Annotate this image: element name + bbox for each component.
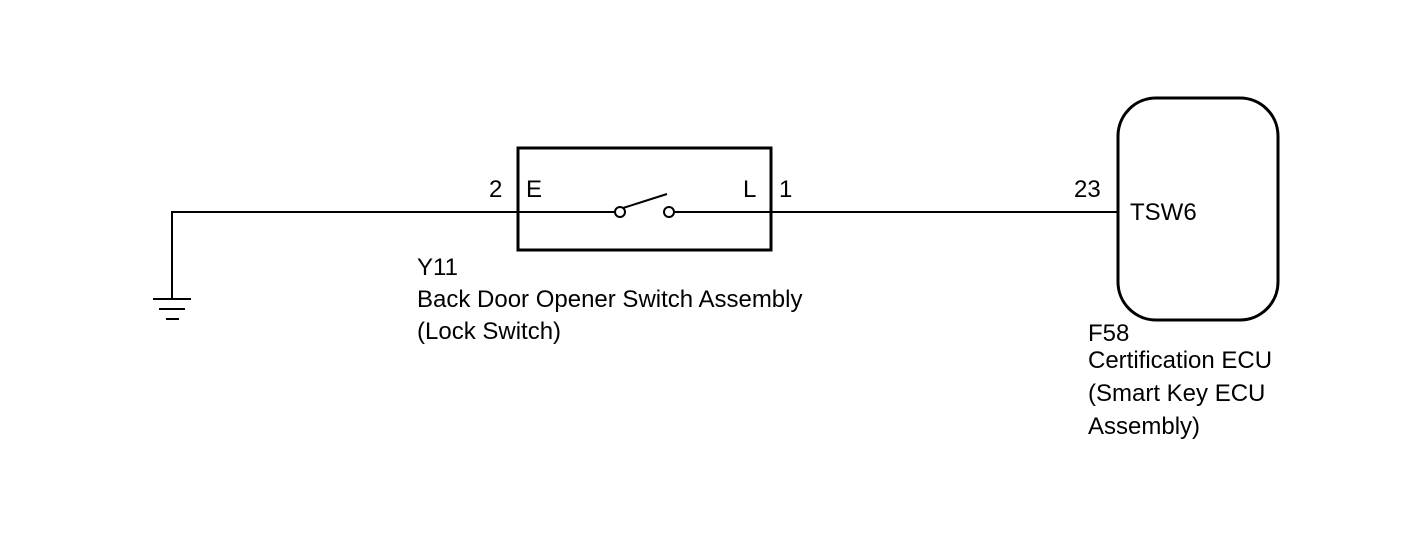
ecu-terminal-label: TSW6 [1130,199,1197,226]
switch-subtitle: (Lock Switch) [417,318,562,345]
ground-icon [153,298,191,320]
switch-box [516,146,773,252]
switch-pin-left-number: 2 [489,176,503,203]
switch-pin-right-number: 1 [779,176,793,203]
switch-name: Back Door Opener Switch Assembly [417,286,803,313]
switch-pin-right-label: L [743,176,757,203]
ecu-name-line2: (Smart Key ECU [1088,380,1266,407]
wire-ground-to-switch [171,211,518,298]
switch-pin-left-label: E [526,176,543,203]
ecu-name-line3: Assembly) [1088,413,1201,440]
switch-connector-code: Y11 [417,254,458,281]
ecu-connector-code: F58 [1088,320,1130,347]
ecu-box [1116,96,1280,322]
switch-contact-icon [614,193,675,218]
ecu-name-line1: Certification ECU [1088,347,1273,374]
ecu-pin-number: 23 [1074,176,1101,203]
